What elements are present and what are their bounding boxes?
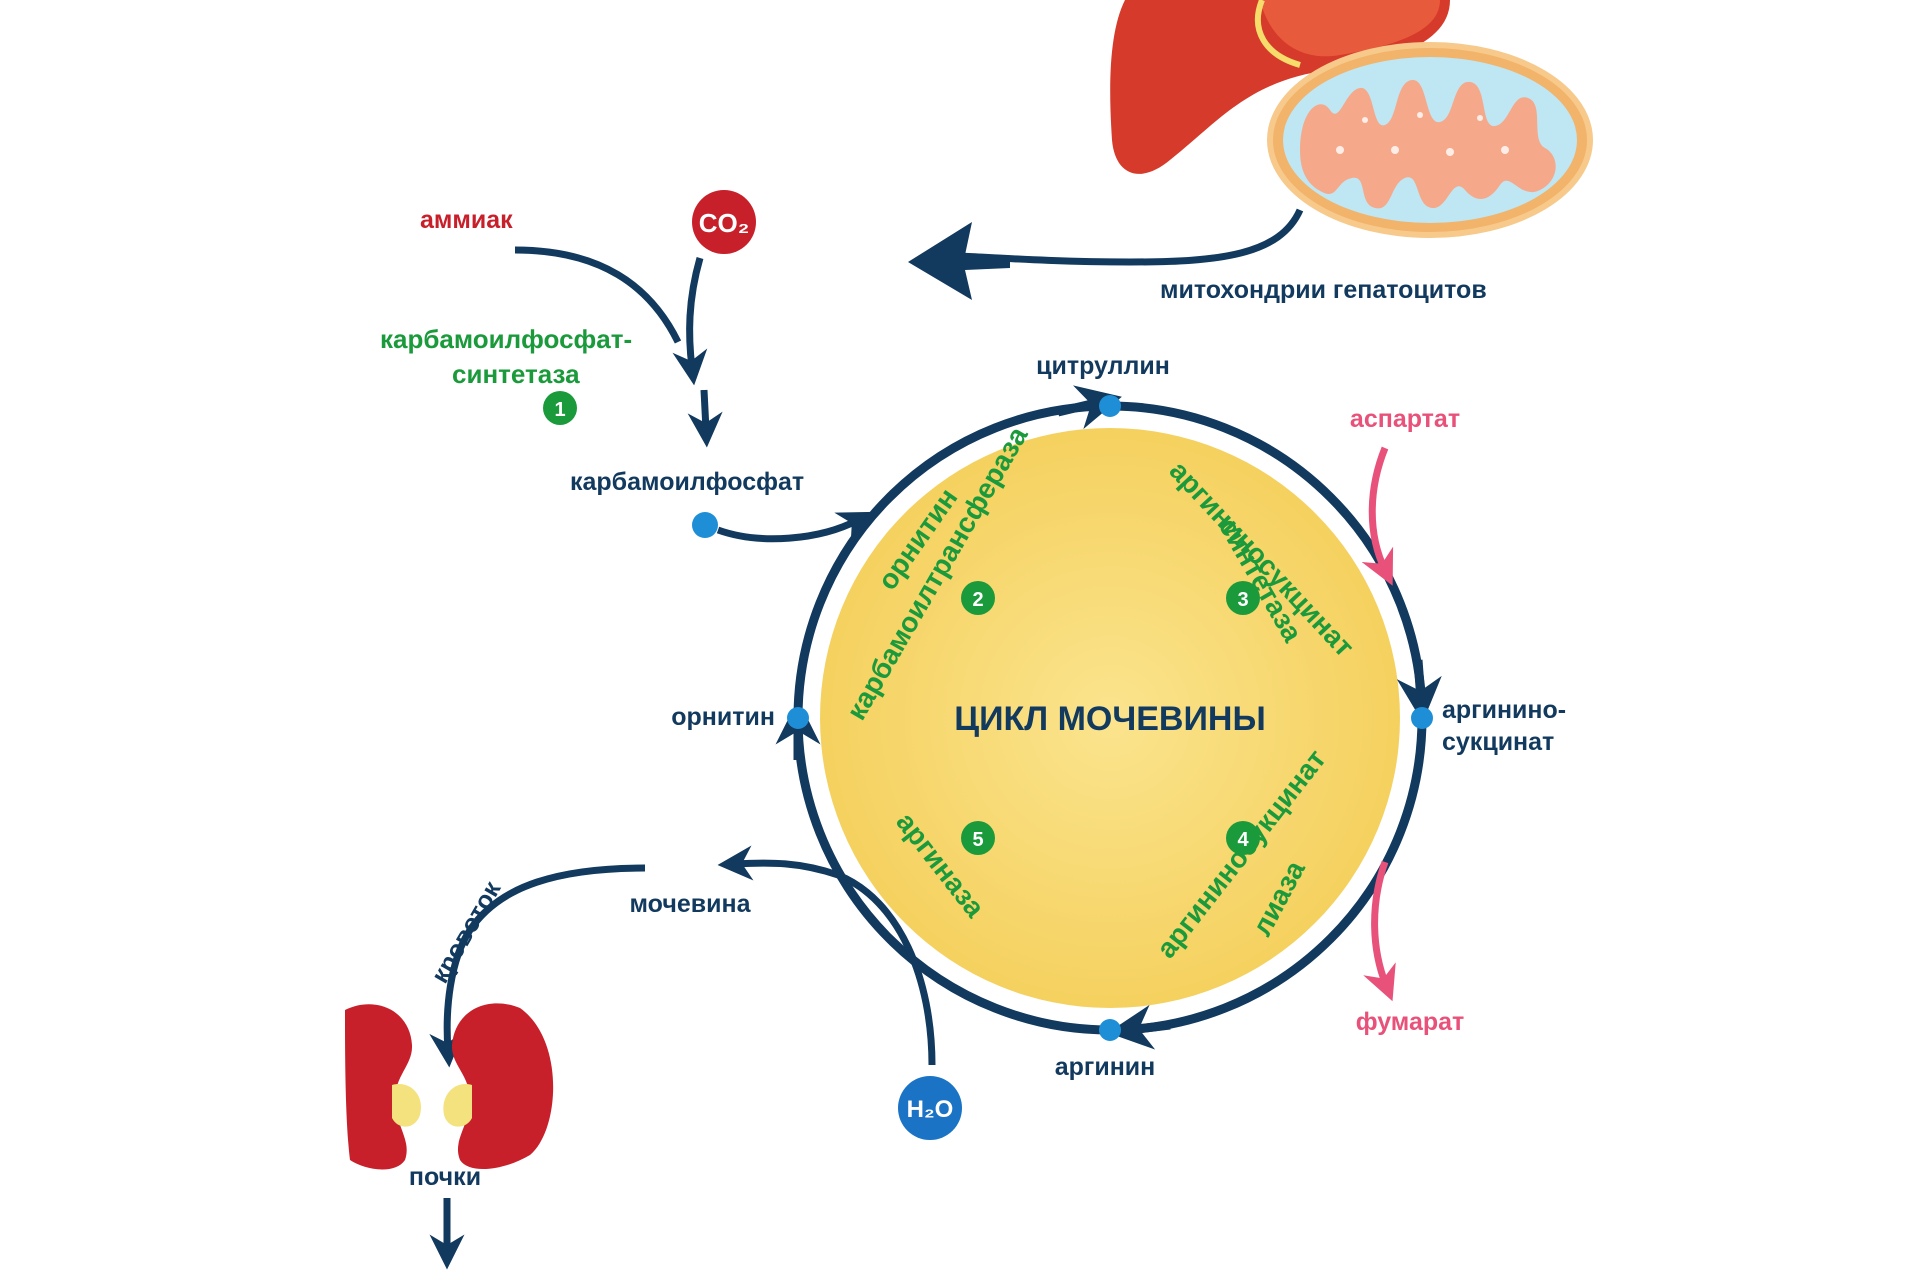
ring-arrow-to-argsucc	[1396, 659, 1442, 723]
ammonia-label: аммиак	[420, 206, 513, 234]
big-arrow-head	[908, 222, 1010, 300]
enzyme-3-badge: 3	[1226, 581, 1260, 615]
svg-text:1: 1	[554, 399, 565, 421]
svg-text:CO₂: CO₂	[699, 208, 750, 238]
carbamoyl-into-cycle-arrow	[716, 511, 874, 544]
argsucc-node	[1411, 707, 1433, 729]
carbamoyl-phosphate-label: карбамоилфосфат	[570, 468, 804, 496]
water-urea-arrow	[717, 845, 936, 1066]
cycle-title: ЦИКЛ МОЧЕВИНЫ	[954, 700, 1266, 738]
carbamoyl-formation-arrow	[687, 389, 723, 448]
svg-text:сукцинат: сукцинат	[1442, 728, 1554, 756]
ornithine-node	[787, 707, 809, 729]
ornithine-label: орнитин	[671, 703, 775, 731]
cycle-disc	[820, 428, 1400, 1008]
svg-text:синтетаза: синтетаза	[452, 359, 580, 389]
svg-text:2: 2	[972, 589, 983, 611]
water-badge: H₂O	[898, 1076, 962, 1140]
co2-badge: CO₂	[692, 190, 756, 254]
bloodstream-label: кровоток	[426, 876, 507, 988]
kidney-icon	[345, 1003, 554, 1170]
svg-text:3: 3	[1237, 589, 1248, 611]
fumarate-arrow	[1363, 860, 1396, 1002]
aspartate-arrow	[1361, 446, 1394, 586]
citrulline-node	[1099, 395, 1121, 417]
arginine-label: аргинин	[1055, 1053, 1156, 1081]
enzyme-5-badge: 5	[961, 821, 995, 855]
mitochondria-caption: митохондрии гепатоцитов	[1160, 276, 1487, 304]
enzyme-4-badge: 4	[1226, 821, 1260, 855]
aspartate-label: аспартат	[1350, 405, 1460, 433]
citrulline-label: цитруллин	[1036, 352, 1170, 380]
ammonia-arrow	[514, 246, 682, 344]
kidneys-label: почки	[409, 1163, 481, 1191]
mitochondrion-icon	[1267, 42, 1593, 238]
enzyme-1-label: карбамоилфосфат- синтетаза	[380, 324, 632, 389]
urea-label: мочевина	[630, 890, 752, 918]
carbamoyl-node	[692, 512, 718, 538]
bloodstream-arrow	[429, 864, 646, 1068]
svg-text:карбамоилфосфат-: карбамоилфосфат-	[380, 324, 632, 354]
svg-text:4: 4	[1237, 829, 1249, 851]
svg-text:аргинино-: аргинино-	[1442, 696, 1566, 724]
enzyme-2-badge: 2	[961, 581, 995, 615]
co2-arrow	[672, 257, 708, 386]
enzyme-1-badge: 1	[543, 391, 577, 425]
mitochondria-pointer-line	[959, 208, 1304, 266]
argininosuccinate-label: аргинино- сукцинат	[1442, 696, 1566, 756]
liver-icon	[1110, 0, 1450, 174]
fumarate-label: фумарат	[1356, 1008, 1465, 1036]
svg-text:H₂O: H₂O	[907, 1096, 954, 1123]
ring-arrow-to-citrulline	[1056, 385, 1122, 430]
ring-arrow-to-arginine	[1107, 1004, 1171, 1050]
svg-text:5: 5	[972, 829, 983, 851]
arginine-node	[1099, 1019, 1121, 1041]
